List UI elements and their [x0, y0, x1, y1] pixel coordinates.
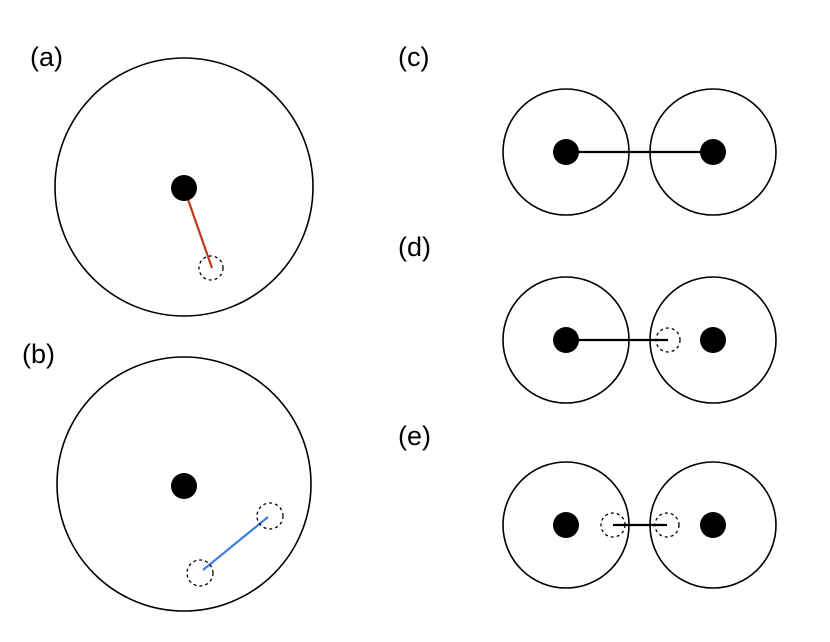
panel-b	[56, 356, 312, 612]
panel-e	[502, 461, 777, 589]
panel-d	[502, 276, 777, 404]
panel-c	[502, 88, 777, 216]
panel-label-e: (e)	[398, 421, 431, 451]
panel-label-a: (a)	[30, 42, 63, 72]
ghost-particle-b-2	[186, 559, 214, 587]
ghost-particle-d	[655, 327, 681, 353]
panel-label-c: (c)	[398, 42, 429, 72]
atom-a-outline	[54, 57, 314, 317]
panel-label-b: (b)	[22, 339, 55, 369]
ghost-particle-b-1	[256, 502, 284, 530]
nucleus-a	[171, 175, 197, 201]
nucleus-c-right	[700, 139, 726, 165]
panel-label-d: (d)	[398, 232, 431, 262]
panel-a	[54, 57, 314, 317]
ghost-particle-e-left	[600, 512, 626, 538]
nucleus-c-left	[553, 139, 579, 165]
ghost-particle-a	[198, 255, 224, 281]
nucleus-d-right	[700, 327, 726, 353]
ghost-particle-e-right	[654, 512, 680, 538]
nucleus-e-left	[553, 512, 579, 538]
nucleus-e-right	[700, 512, 726, 538]
atom-b-outline	[56, 356, 312, 612]
nucleus-b	[171, 473, 197, 499]
bond-b	[202, 516, 269, 571]
nucleus-d-left	[553, 327, 579, 353]
bond-a	[182, 187, 214, 269]
